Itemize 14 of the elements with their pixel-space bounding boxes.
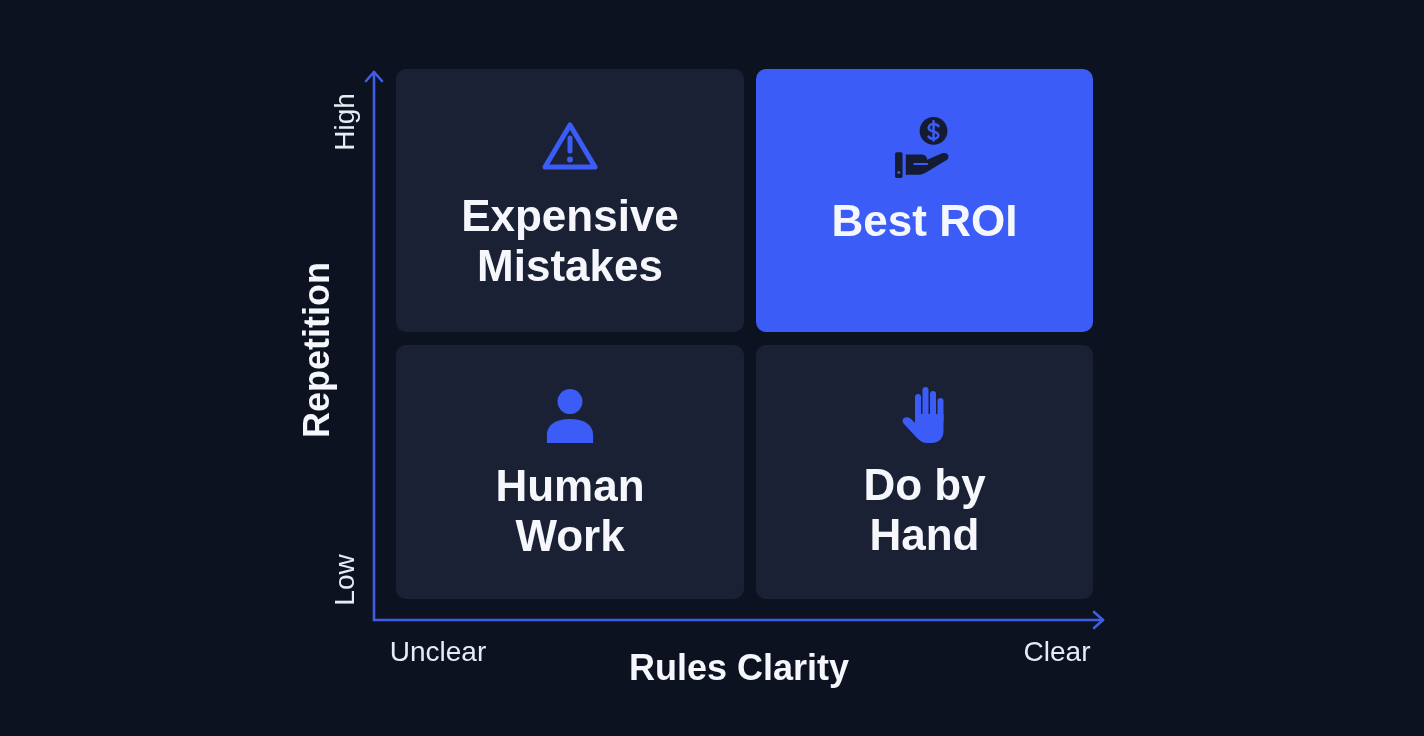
quadrant-card — [756, 69, 1093, 332]
quadrant-card — [756, 345, 1093, 599]
quadrant-title: Human Work — [494, 461, 646, 561]
axis-end-label: Clear — [1023, 638, 1091, 666]
axis-end-label: Unclear — [389, 638, 487, 666]
quadrant-title: Best ROI — [830, 196, 1019, 246]
axis-title: Rules Clarity — [628, 650, 850, 686]
quadrant-card — [396, 345, 744, 599]
quadrant-card — [396, 69, 744, 332]
axis-end-label: Low — [331, 554, 359, 606]
quadrant-title: Do by Hand — [862, 460, 987, 560]
axis-end-label: High — [331, 93, 359, 151]
axis-title: Repetition — [299, 262, 335, 438]
quadrant-title: Expensive Mistakes — [460, 191, 680, 291]
